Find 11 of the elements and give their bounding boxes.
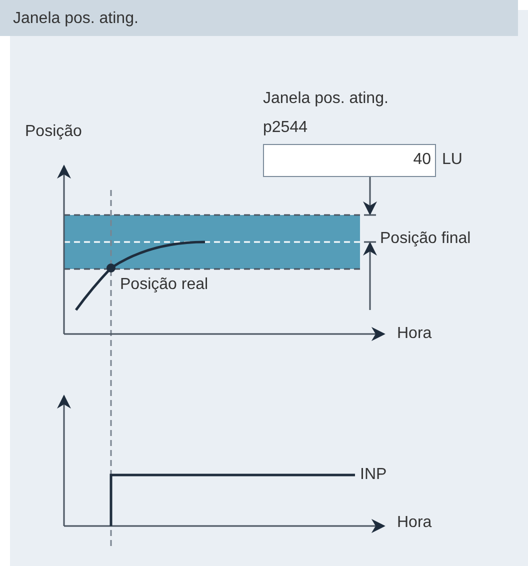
signal-label: INP [360, 466, 387, 484]
parameter-number: p2544 [263, 119, 308, 137]
band-label: Posição final [380, 230, 471, 248]
unit-label: LU [442, 151, 462, 169]
axis-label: Hora [397, 325, 432, 343]
point-label: Posição real [120, 276, 208, 294]
axis-label: Hora [397, 514, 432, 532]
header-title: Janela pos. ating. [13, 10, 138, 28]
field-label: Janela pos. ating. [263, 90, 388, 108]
input-field: 40 [263, 144, 436, 177]
axis-label: Posição [25, 123, 82, 141]
